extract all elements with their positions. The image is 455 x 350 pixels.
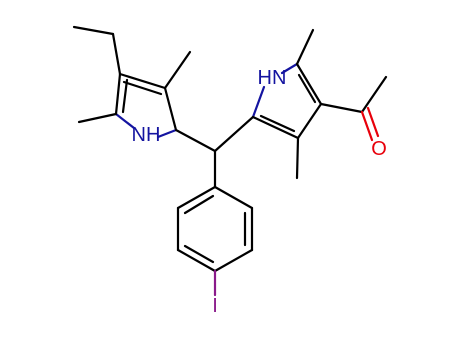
right-methyl-bottom [295,136,300,180]
oxygen-label: O [371,138,387,160]
iodine-label: I [212,295,218,317]
left-pyrrole-ring [114,72,178,139]
right-nh-label: HN [258,67,287,89]
iodophenyl-ring [176,185,254,273]
left-methyl-bottom [77,112,118,124]
right-pyrrole-ring [251,62,323,140]
left-methyl-top [163,50,192,90]
left-ethyl-group [72,25,122,76]
right-methyl-top [295,28,315,66]
bridge-bond-left [174,128,217,153]
bridge-bond-right [213,115,255,153]
acetyl-group [319,75,388,142]
left-nh-label: NH [132,124,161,146]
